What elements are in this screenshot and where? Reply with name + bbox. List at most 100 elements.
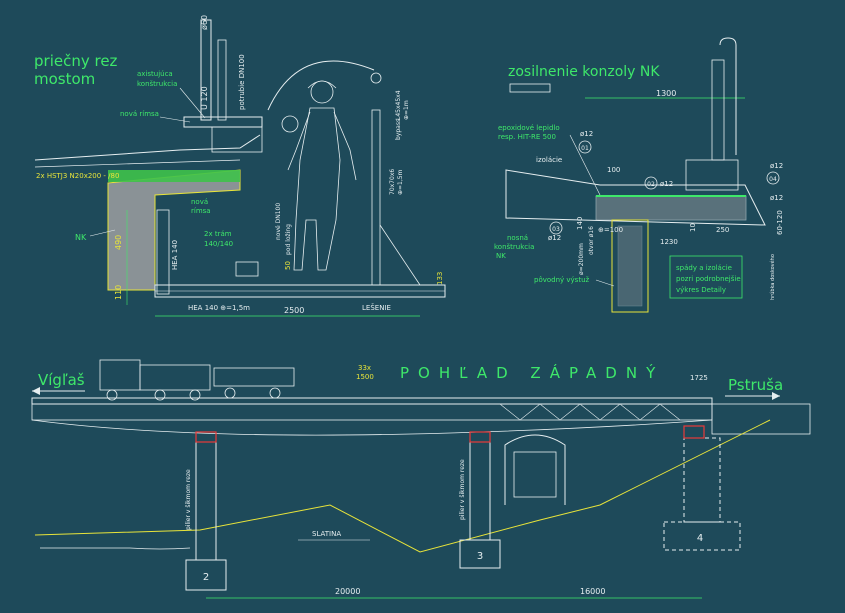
nosna-label: nosná [507,234,528,242]
abutment-right [711,403,811,435]
badge-04: 04 [766,171,780,185]
pier-2-column [195,441,217,561]
phi12c: ø12 [770,162,783,170]
rail-tunnel [504,434,566,505]
badge-01-text: 01 [581,145,589,152]
rimsa-block [183,116,263,128]
nova-label: nová [191,198,208,206]
pipe-60-label: ø60 [200,15,209,30]
pipe-mast [217,39,227,121]
hstj-label: 2x HSTJ3 N20x200 - /80 [36,172,119,180]
badge-02: 02 [644,176,658,190]
badge-03-text: 03 [552,226,560,233]
dim-1230: 1230 [660,238,678,246]
truss-lattice [499,403,681,421]
povodny-label: pôvodný výstuž [534,276,590,284]
nova-rimsa-top-label: nová rímsa [120,110,159,118]
140-140-label: 140/140 [204,240,233,248]
potrubie-label: potrubie DN100 [238,54,246,110]
hea-140-v-label: HEA 140 [171,240,179,270]
left-town-label: Vígľaš [38,371,85,389]
hea-bottom-label: HEA 140 ⊕=1,5m [188,304,250,312]
badge-01: 01 [578,140,592,154]
console-beam [611,219,649,313]
pier-2-footing [185,559,227,591]
dim-140: 140 [576,217,584,230]
spady-1: spády a izolácie [676,264,732,272]
console-post [711,59,725,161]
phi200-label: ø=200mm [578,243,585,275]
rimsa-block-2 [211,126,263,153]
otvor-label: otvor ø16 [588,226,595,255]
console-title: zosilnenie konzoly NK [508,64,660,80]
slatina-label: SLATINA [312,530,341,538]
pier-4-bearing [683,425,705,439]
tram-block [235,261,259,277]
console-beam-core [617,225,643,307]
dim-1300: 1300 [656,89,676,98]
badge-03: 03 [549,221,563,235]
hea-column [156,209,170,295]
33x-label: 33x [358,364,371,372]
nk2-label: NK [496,252,506,260]
bypass-label: bypass [395,119,402,140]
cross-section-title-2: mostom [34,70,95,88]
cross-section-title-1: priečny rez [34,52,118,70]
pier-3-number: 3 [477,551,483,562]
right-arrow-head [772,392,780,400]
train-icon [513,451,557,498]
pier-2-bearing [195,431,217,443]
elevation-view: POHĽAD ZÁPADNÝ Vígľaš Pstruša 33x 1500 1… [31,359,811,599]
dim-250: 250 [716,226,729,234]
pier-4-footing [663,521,741,551]
hrubka-label: hrúbka doskového [769,254,776,300]
pier-3-bearing [469,431,491,443]
elevation-title: POHĽAD ZÁPADNÝ [400,363,664,382]
dim-133: 133 [436,272,444,285]
pier-3-footing [459,539,501,569]
rimsa-label: rímsa [191,207,211,215]
railing-post [371,109,381,286]
phi12d: ø12 [770,194,783,202]
pier-3-column [469,441,491,541]
console-pipe [719,37,737,155]
pod-lozing-label: pod ložing [285,224,292,255]
dim-50: 50 [284,261,292,270]
console-strengthening [595,195,747,221]
1500-label: 1500 [356,373,374,381]
span-2-label: 16000 [580,587,605,596]
pier-4-column [683,437,721,523]
worker-figure [281,80,357,271]
spady-box [669,255,743,299]
2x-tram-label: 2x trám [204,230,232,238]
u120-mast [200,19,212,121]
pilier-3-label: pilier v šikmom reze [459,459,466,520]
konstrukcia-label: konštrukcia [137,80,177,88]
dim-110: 110 [114,285,123,300]
rimsa-leader [159,116,191,123]
pier-4-number: 4 [697,533,703,544]
povodny-leader [595,279,615,287]
dim-10: 10 [689,223,697,232]
phi12e: ø12 [548,234,561,242]
l45-label: L45x45x4 [395,90,402,120]
spady-2: pozri podrobnejšie [676,275,741,283]
console-slab [505,169,766,226]
resp-label: resp. HIT-RE 500 [498,133,556,141]
u120-label: U 120 [200,86,209,110]
izolacie-label: izolácie [536,156,562,164]
axisting-leader [179,87,206,119]
epox-label: epoxidové lepidlo [498,124,560,132]
console-title-hatch [509,83,551,93]
terrain-line [34,419,771,553]
phi12a: ø12 [580,130,593,138]
dim-490: 490 [114,235,123,250]
axisting-label: axistujúca [137,70,173,78]
nove-dn-label: nové DN100 [275,203,282,240]
right-town-label: Pstruša [728,376,783,394]
1725-label: 1725 [690,374,708,382]
phi12b: ø12 [660,180,673,188]
lesenie-label: LEŠENIE [362,303,391,312]
